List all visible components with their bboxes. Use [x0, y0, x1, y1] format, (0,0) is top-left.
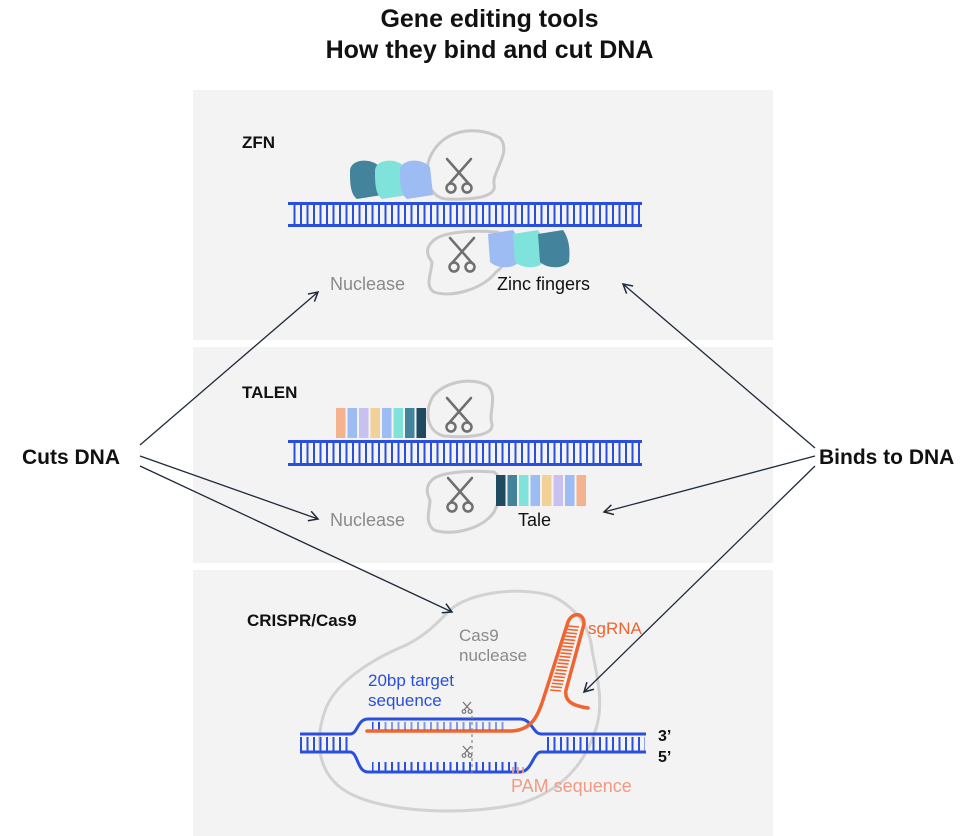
talen-dna [288, 440, 642, 466]
tale-repeats-bottom [496, 475, 586, 506]
tale-repeat-icon [370, 408, 380, 438]
target-label-line-2: sequence [368, 691, 442, 710]
sgrna-label: sgRNA [588, 619, 643, 638]
tale-repeat-icon [359, 408, 369, 438]
tale-repeat-icon [382, 408, 392, 438]
tale-repeat-icon [347, 408, 357, 438]
arrow-icon [621, 282, 816, 449]
tale-repeat-icon [393, 408, 403, 438]
cut-site-marker [461, 701, 473, 775]
zfn-nuclease-outline-bottom [426, 229, 512, 296]
arrow-icon [139, 290, 320, 446]
tale-repeat-icon [336, 408, 346, 438]
tale-repeat-icon [507, 475, 517, 506]
zfn-nuclease-label: Nuclease [330, 274, 405, 294]
tale-repeat-icon [565, 475, 575, 506]
cas9-outline-icon [317, 589, 602, 813]
pam-marker [512, 767, 524, 773]
cut-scissors-icon-top [461, 701, 473, 714]
binds-to-dna-label: Binds to DNA [819, 446, 955, 469]
arrow-icon [139, 455, 320, 522]
zfn-zinc-fingers-top [350, 160, 433, 199]
tale-repeat-icon [530, 475, 540, 506]
tale-repeat-icon [519, 475, 529, 506]
arrow-icon [602, 455, 816, 516]
cuts-dna-label: Cuts DNA [22, 446, 120, 469]
talen-nuclease-outline-bottom [425, 469, 503, 534]
tale-repeat-icon [542, 475, 552, 506]
tale-repeat-icon [496, 475, 506, 506]
tale-repeat-icon [405, 408, 415, 438]
title-line-1: Gene editing tools [380, 5, 599, 33]
cas9-label-line-2: nuclease [459, 646, 527, 665]
zfn-zinc-fingers-label: Zinc fingers [497, 274, 590, 294]
binds-dna-arrows [582, 282, 816, 694]
zfn-scissors-icon-bottom [448, 236, 476, 273]
zfn-nuclease-outline-top [425, 129, 506, 201]
zfn-scissors-icon-top [445, 157, 473, 194]
cut-scissors-icon-bottom [461, 745, 473, 758]
strand-3prime-label: 3’ [658, 728, 671, 745]
arrow-icon [582, 465, 816, 694]
talen-label: TALEN [242, 383, 298, 402]
talen-scissors-icon-bottom [446, 476, 474, 513]
zfn-dna [288, 202, 642, 227]
tale-repeat-icon [416, 408, 426, 438]
zfn-label: ZFN [242, 133, 276, 152]
title-line-2: How they bind and cut DNA [325, 36, 654, 64]
target-label-line-1: 20bp target [368, 671, 454, 690]
sgrna-hairpin-icon [365, 613, 590, 733]
talen-nuclease-outline-top [426, 379, 495, 439]
talen-tale-label: Tale [518, 510, 551, 530]
zfn-zinc-fingers-bottom [488, 230, 570, 268]
pam-label: PAM sequence [511, 776, 632, 796]
talen-scissors-icon-top [445, 396, 473, 433]
crispr-dna [300, 717, 646, 774]
cas9-label-line-1: Cas9 [459, 626, 499, 645]
crispr-label: CRISPR/Cas9 [247, 611, 357, 630]
talen-nuclease-label: Nuclease [330, 510, 405, 530]
tale-repeats-top [336, 408, 426, 438]
tale-repeat-icon [553, 475, 563, 506]
arrow-icon [139, 465, 454, 614]
strand-5prime-label: 5’ [658, 749, 671, 766]
crispr-panel [193, 570, 773, 836]
cuts-dna-arrows [139, 290, 454, 614]
tale-repeat-icon [576, 475, 586, 506]
